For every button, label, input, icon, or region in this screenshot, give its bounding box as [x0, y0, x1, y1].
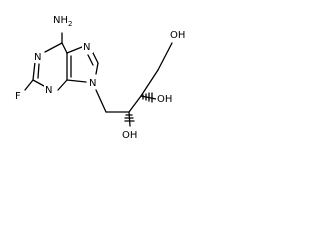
- bond-c2-f: [24, 79, 34, 91]
- oh-secondary-upper: OH: [157, 94, 172, 105]
- oh-primary: OH: [170, 30, 185, 41]
- bond-n7-c8-double: [87, 54, 94, 66]
- stereo-hash-lower: [124, 114, 135, 122]
- molecule-structure: NH 2 N N N N F OH OH OH: [14, 12, 188, 141]
- bond-n9-c4: [66, 79, 87, 83]
- amine-symbol: NH: [53, 15, 68, 26]
- bond-n1-c2: [32, 61, 36, 81]
- n7-atom: N: [83, 42, 90, 53]
- bond-chiral1-oh: [128, 111, 131, 127]
- bond-chiral1-chiral2: [128, 95, 142, 113]
- atom-labels: NH 2 N N N N F OH OH OH: [14, 12, 188, 141]
- bond-c5-n7: [66, 46, 83, 54]
- amine-label: NH 2: [52, 12, 74, 28]
- bond-n9-ch2: [95, 89, 107, 113]
- bond-n3-c4: [57, 79, 68, 91]
- fluoro-atom: F: [15, 91, 21, 102]
- amine-subscript: 2: [68, 20, 72, 28]
- oh-secondary-lower: OH: [122, 130, 137, 141]
- bond-ch2oh-oh: [157, 42, 173, 71]
- stereo-hash-upper: [142, 92, 153, 103]
- bond-c6-n1: [44, 42, 63, 53]
- n3-atom: N: [45, 85, 52, 96]
- bonds: [24, 32, 173, 127]
- bond-chiral2-ch2oh: [140, 69, 159, 97]
- bond-c2-n3: [32, 79, 45, 87]
- bond-c8-n9: [95, 62, 99, 75]
- n9-atom: N: [89, 78, 96, 89]
- n1-atom: N: [34, 52, 41, 63]
- bond-n1-c2-double: [37, 63, 40, 79]
- bond-c5-c6: [61, 42, 68, 54]
